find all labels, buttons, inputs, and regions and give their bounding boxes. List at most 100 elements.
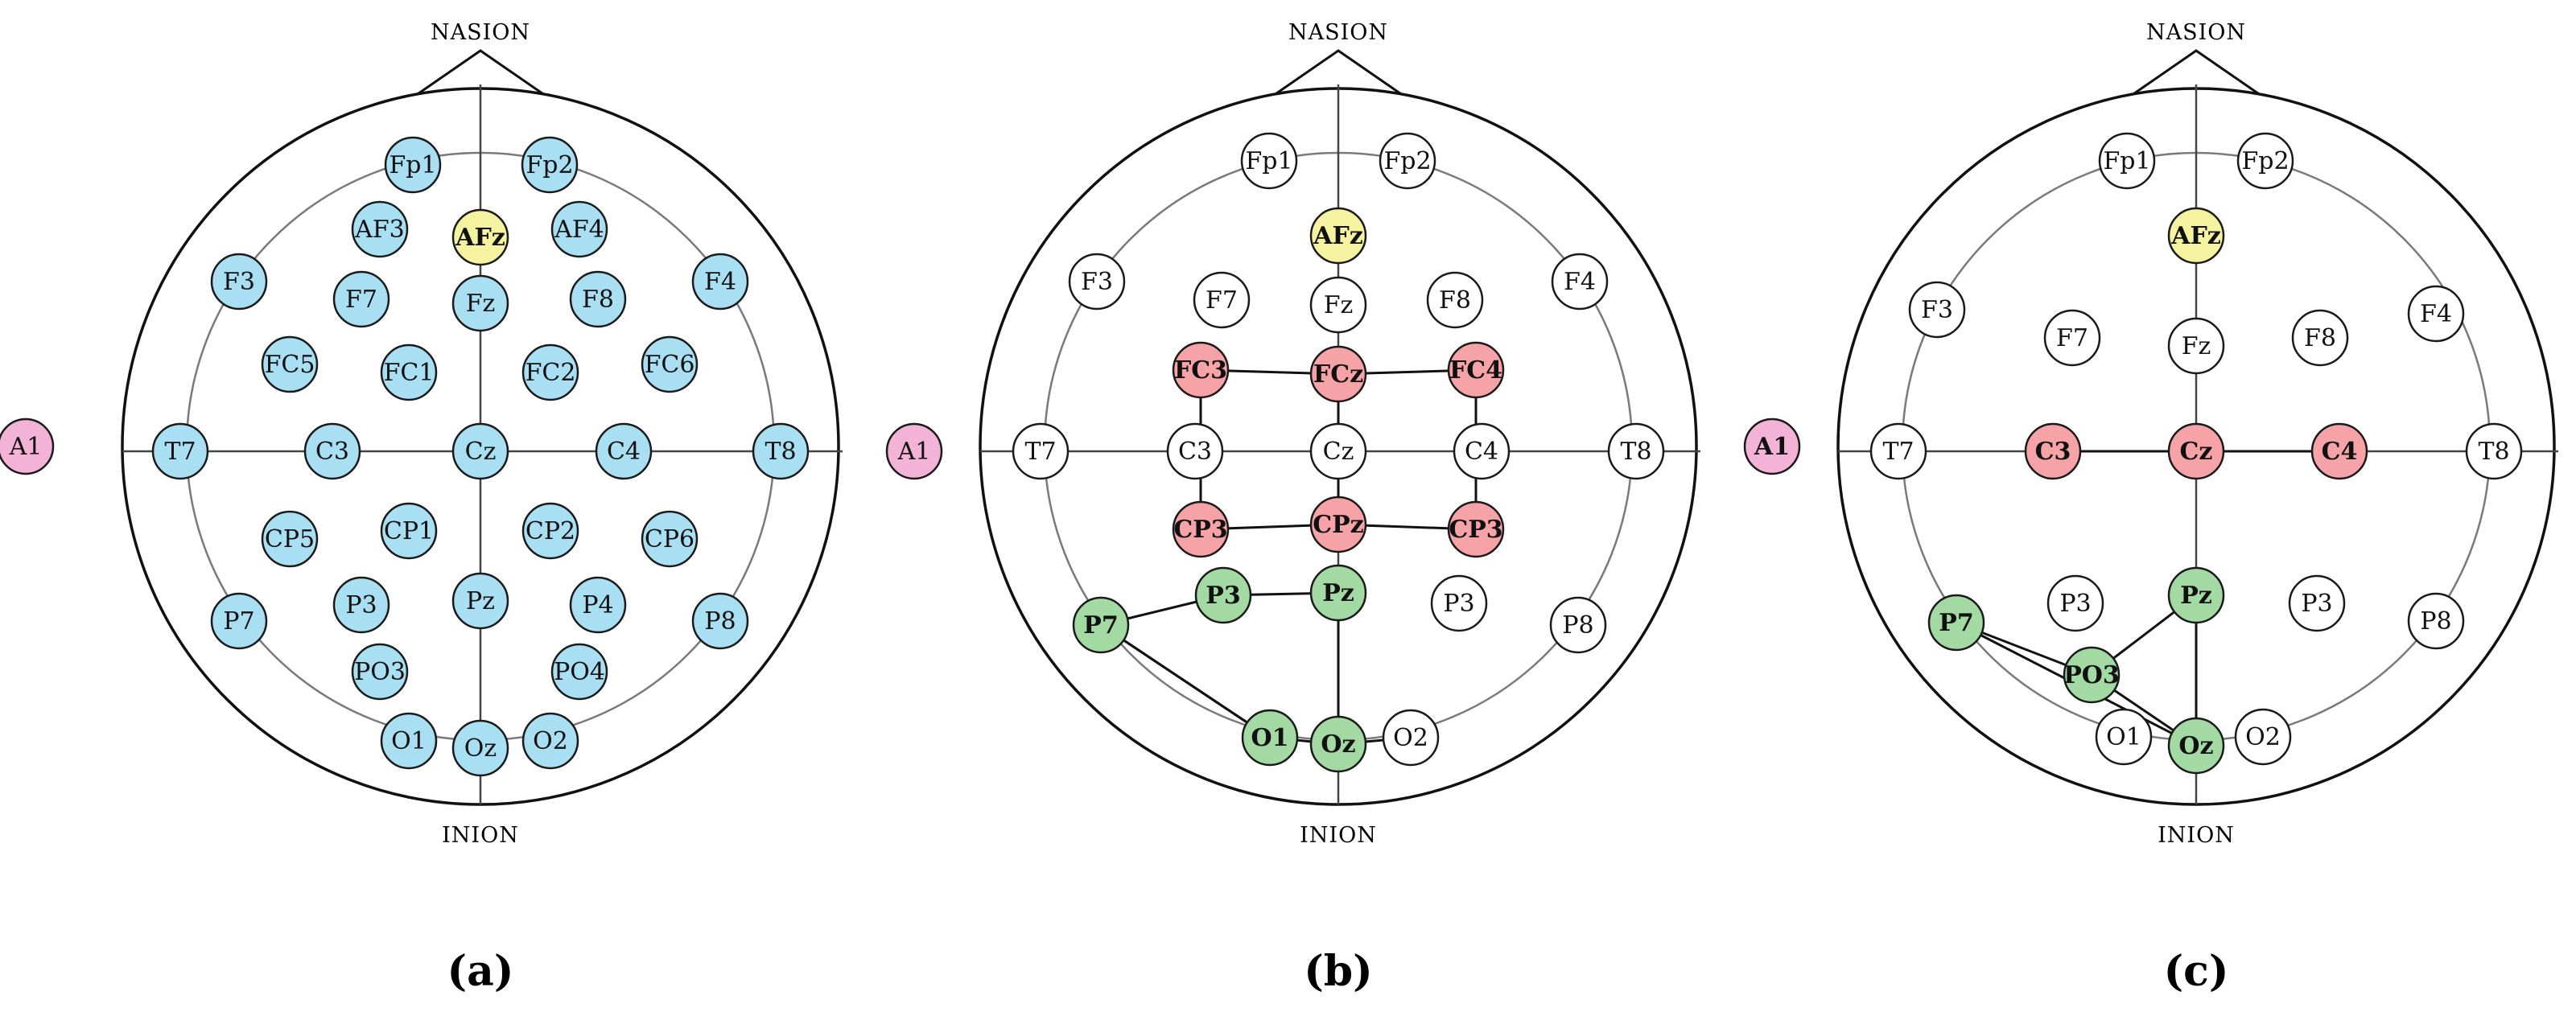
electrode-marker [1743, 418, 1801, 475]
electrode-po4: PO4 [550, 643, 608, 701]
electrode-label: F8 [2304, 324, 2336, 352]
electrode-o1: O1 [1241, 709, 1299, 767]
electrode-label: T7 [1024, 438, 1056, 466]
electrode-f3: F3 [1068, 253, 1126, 311]
electrode-label: C4 [2322, 438, 2358, 466]
electrode-a1: A1 [1743, 418, 1801, 475]
electrode-f8: F8 [1426, 271, 1484, 329]
electrode-marker [1309, 422, 1367, 480]
electrode-marker [1908, 281, 1966, 339]
electrode-marker [691, 253, 749, 311]
electrode-marker [752, 422, 810, 480]
electrode-label: Fp2 [2241, 147, 2289, 175]
electrode-po3: PO3 [2063, 646, 2121, 704]
electrode-connection [1100, 623, 1271, 739]
electrode-f7: F7 [1193, 271, 1251, 329]
panel-a-inion-label: INION [442, 823, 519, 848]
electrode-cp3: CP3 [1172, 500, 1230, 558]
panel-a-label: (a) [447, 947, 514, 996]
electrode-marker [2291, 309, 2349, 367]
electrode-marker [569, 576, 627, 634]
electrode-cp5: CP5 [261, 510, 319, 568]
panel-a-nasion-label: NASION [431, 20, 530, 45]
electrode-marker [550, 200, 608, 258]
electrode-fp1: Fp1 [1240, 132, 1298, 190]
electrode-marker [451, 208, 509, 266]
electrode-t7: T7 [151, 422, 209, 480]
electrode-label: Pz [466, 587, 495, 615]
electrode-label: T7 [164, 438, 196, 466]
electrode-marker [151, 422, 209, 480]
electrode-label: F8 [1439, 286, 1471, 315]
electrode-marker [521, 502, 579, 560]
electrode-marker [451, 274, 509, 332]
electrode-cz: Cz [451, 422, 509, 480]
electrode-label: Fp1 [2103, 147, 2150, 175]
electrode-marker [1379, 132, 1436, 190]
electrode-label: Oz [1321, 730, 1355, 759]
electrode-label: F7 [2056, 324, 2088, 352]
electrode-label: FC4 [1449, 356, 1502, 385]
panel-c-label: (c) [2164, 947, 2229, 996]
electrode-label: P3 [2059, 590, 2091, 618]
electrode-label: FC3 [1174, 356, 1227, 385]
electrode-label: Fp2 [526, 151, 573, 179]
electrode-marker [1309, 276, 1367, 334]
electrode-label: Fp1 [389, 151, 436, 179]
electrode-marker [332, 270, 390, 328]
electrode-marker [1453, 422, 1511, 480]
electrode-marker [2234, 708, 2292, 766]
electrode-marker [550, 643, 608, 701]
nose-outline [1270, 49, 1407, 99]
electrode-t7: T7 [1012, 422, 1070, 480]
electrode-label: P3 [1443, 590, 1474, 618]
electrode-oz: Oz [1309, 715, 1367, 773]
electrode-marker [1430, 574, 1488, 632]
electrode-marker [451, 719, 509, 777]
electrode-label: CPz [1313, 511, 1363, 539]
electrode-marker [1166, 422, 1224, 480]
electrode-label: C3 [2035, 438, 2071, 466]
electrode-marker [1309, 564, 1367, 622]
electrode-a1: A1 [0, 418, 55, 475]
electrode-cp6: CP6 [641, 510, 699, 568]
electrode-label: AFz [455, 224, 505, 252]
electrode-cp2: CP2 [521, 502, 579, 560]
electrode-fp1: Fp1 [2098, 132, 2156, 190]
electrode-label: F3 [1921, 296, 1953, 324]
electrode-label: CP1 [384, 517, 434, 545]
electrode-cp1: CP1 [380, 502, 438, 560]
electrode-marker [691, 592, 749, 650]
electrode-marker [2098, 132, 2156, 190]
electrode-marker [1607, 422, 1665, 480]
electrode-marker [1068, 253, 1126, 311]
electrode-p7: P7 [210, 592, 268, 650]
electrode-marker [1426, 271, 1484, 329]
electrode-marker [2288, 574, 2346, 632]
electrode-label: T8 [765, 438, 796, 466]
electrode-label: F8 [582, 286, 614, 314]
electrode-t8: T8 [2465, 422, 2523, 480]
electrode-fp2: Fp2 [1379, 132, 1436, 190]
electrode-marker [1172, 500, 1230, 558]
electrode-label: PO4 [554, 658, 605, 686]
electrode-label: P3 [1206, 582, 1240, 610]
electrode-c4: C4 [2310, 422, 2368, 480]
electrode-label: F7 [345, 286, 377, 314]
electrode-label: P8 [2420, 607, 2451, 636]
electrode-label: Fz [2182, 332, 2211, 360]
electrode-label: F4 [1564, 268, 1596, 296]
electrode-marker [2465, 422, 2523, 480]
electrode-marker [1309, 345, 1367, 403]
electrode-label: F3 [223, 268, 255, 296]
electrode-p3: P3 [2288, 574, 2346, 632]
electrode-marker [351, 200, 409, 258]
electrode-label: Pz [1322, 579, 1354, 607]
electrode-marker [521, 712, 579, 770]
electrode-marker [1869, 422, 1927, 480]
electrode-marker [261, 335, 319, 393]
electrode-label: Oz [464, 734, 497, 763]
electrode-label: FC6 [645, 351, 695, 379]
electrode-f8: F8 [569, 270, 627, 328]
